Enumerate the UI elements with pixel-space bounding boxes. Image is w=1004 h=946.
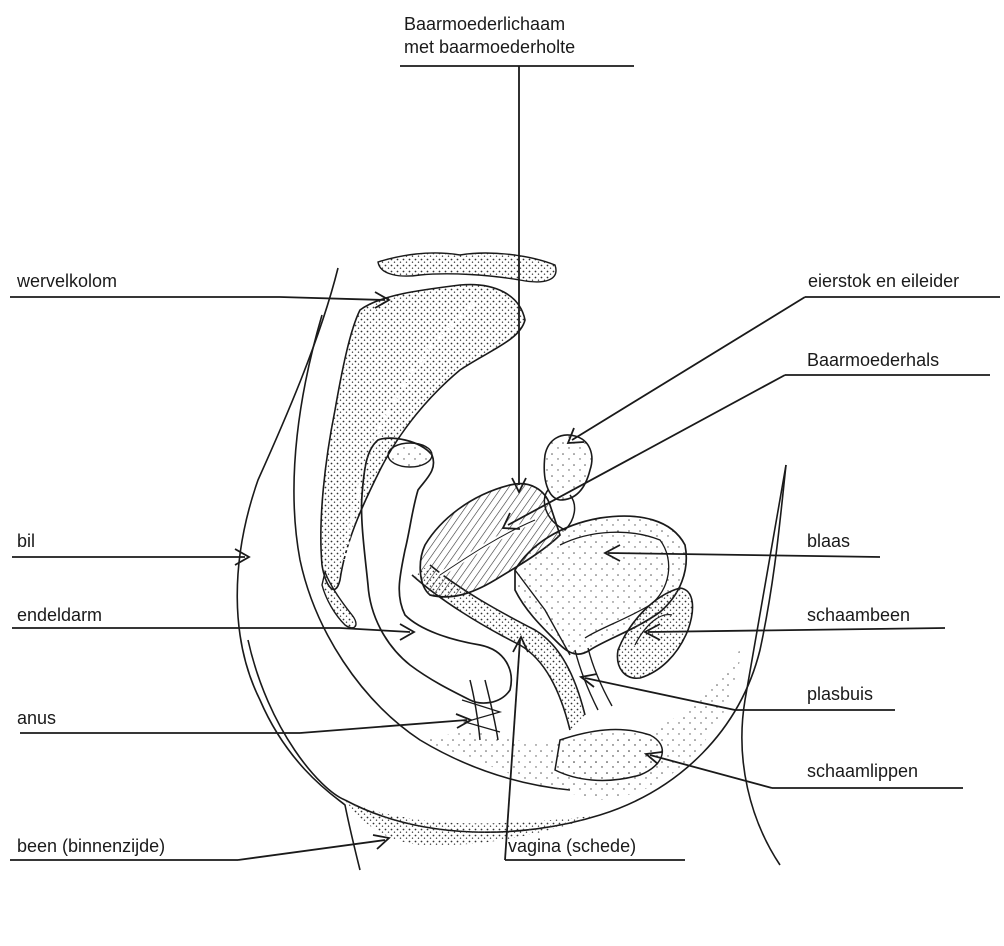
pointer-spine	[280, 297, 385, 300]
pointer-anus	[300, 720, 467, 733]
pointer-rectum	[340, 628, 410, 632]
label-bladder: blaas	[807, 530, 850, 552]
label-labia: schaamlippen	[807, 760, 918, 782]
ovary	[544, 435, 592, 500]
vertebra-top	[378, 253, 556, 282]
label-ovary: eierstok en eileider	[808, 270, 959, 292]
label-buttock: bil	[17, 530, 35, 552]
label-pubic-bone: schaambeen	[807, 604, 910, 626]
label-urethra: plasbuis	[807, 683, 873, 705]
anal-sphincter	[462, 700, 500, 732]
label-rectum: endeldarm	[17, 604, 102, 626]
pointer-pubic-bone	[648, 628, 945, 632]
label-spine: wervelkolom	[17, 270, 117, 292]
label-uterus-line1: Baarmoederlichaam	[404, 13, 565, 36]
rectum-lumen-top	[388, 443, 432, 467]
label-anus: anus	[17, 707, 56, 729]
label-leg: been (binnenzijde)	[17, 835, 165, 857]
buttock-fold	[248, 640, 345, 800]
label-vagina: vagina (schede)	[508, 835, 636, 857]
pointer-leg	[238, 840, 385, 860]
label-uterus-line2: met baarmoederholte	[404, 36, 575, 59]
pointer-ovary	[572, 297, 805, 440]
label-cervix: Baarmoederhals	[807, 349, 939, 371]
